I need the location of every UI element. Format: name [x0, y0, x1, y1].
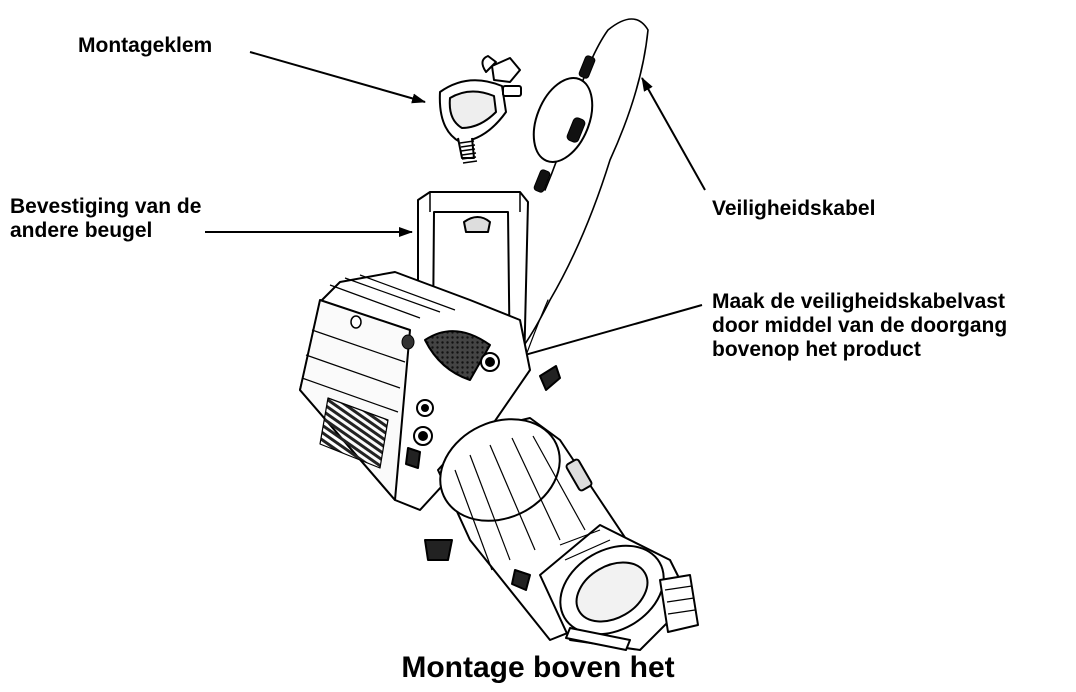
clamp-arrow	[249, 51, 426, 104]
fasten-instruction-line-3: bovenop het product	[712, 338, 921, 361]
pointer-arrows	[205, 51, 706, 364]
cable-arrow	[641, 77, 706, 191]
lens-barrel-illustration	[424, 417, 699, 651]
bracket-label-line-1: Bevestiging van de	[10, 195, 202, 218]
diagram-caption: Montage boven het	[401, 651, 675, 684]
fasten-arrow	[499, 304, 703, 364]
mounting-clamp-label: Montageklem	[78, 34, 213, 57]
bracket-label-line-2: andere beugel	[10, 219, 153, 242]
fasten-instruction-line-1: Maak de veiligheidskabelvast	[712, 290, 1005, 313]
safety-cable-illustration	[499, 18, 649, 373]
bracket-attachment-label: Bevestiging van de andere beugel	[10, 195, 201, 243]
safety-cable-label: Veiligheidskabel	[712, 197, 876, 220]
fasten-cable-instruction: Maak de veiligheidskabelvast door middel…	[712, 290, 1007, 362]
mounting-clamp-illustration	[438, 55, 522, 164]
fasten-instruction-line-2: door middel van de doorgang	[712, 314, 1008, 337]
